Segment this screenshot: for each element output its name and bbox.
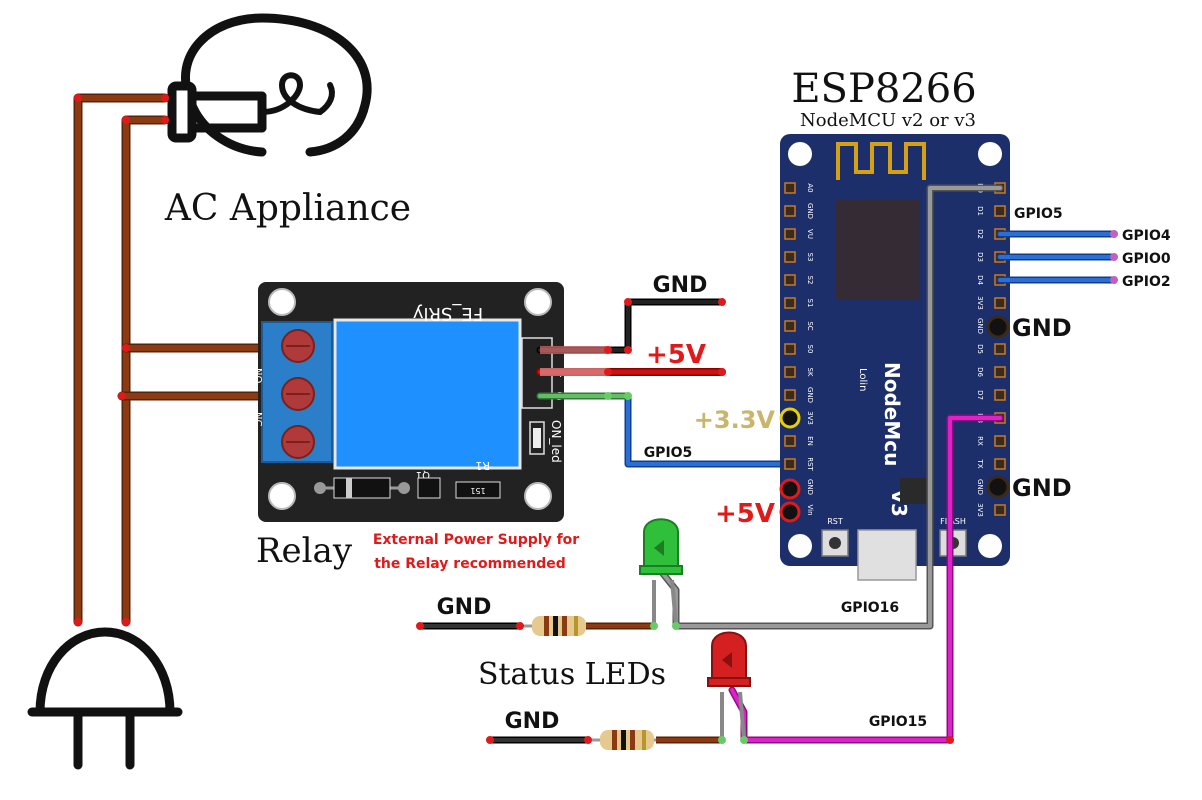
ac-appliance-label: AC Appliance — [164, 188, 411, 229]
left-pin-5 — [784, 297, 796, 309]
left-pin-label-3: S3 — [806, 253, 814, 262]
right-pin-7 — [994, 343, 1006, 355]
left-pin-label-5: S1 — [806, 299, 814, 308]
board-gnd-net-label-1: GND — [1012, 314, 1072, 342]
left-pin-3 — [784, 251, 796, 263]
status-led-red — [707, 631, 751, 741]
left-pin-0 — [784, 182, 796, 194]
right-pin-5 — [994, 297, 1006, 309]
right-pin-11 — [994, 435, 1006, 447]
relay-module: NO NC FE_SRly - + S ON_led Q1 R1 151 — [252, 282, 565, 522]
left-pin-label-11: EN — [806, 436, 814, 446]
right-pin-label-6: GND — [976, 318, 984, 334]
left-pin-label-7: S0 — [806, 345, 814, 354]
left-pin-label-14: Vin — [806, 504, 814, 515]
left-pin-label-4: S2 — [806, 276, 814, 285]
led2-gnd-net-label: GND — [505, 709, 560, 734]
left-pin-9 — [784, 389, 796, 401]
status-led-green — [639, 518, 683, 627]
resistor-1 — [416, 616, 680, 636]
led1-gnd-net-label: GND — [437, 595, 492, 620]
board-maker-label: Lolin — [857, 368, 868, 391]
gpio2-net-label: GPIO2 — [1122, 274, 1171, 290]
light-bulb-icon — [167, 13, 372, 157]
left-pin-label-10: 3V3 — [806, 411, 814, 425]
left-pin-label-9: GND — [806, 387, 814, 403]
right-pin-label-14: 3V3 — [976, 503, 984, 517]
right-pin-label-2: D2 — [976, 229, 984, 239]
board-gnd-net-label-2: GND — [1012, 474, 1072, 502]
right-pin-label-9: D7 — [976, 390, 984, 400]
left-pin-11 — [784, 435, 796, 447]
status-leds-label: Status LEDs — [478, 657, 666, 692]
relay-vcc-net-label: +5V — [646, 340, 706, 370]
relay-q1-label: Q1 — [416, 469, 430, 480]
right-pin-label-4: D4 — [976, 275, 984, 285]
left-pin-2 — [784, 228, 796, 240]
right-pin-8 — [994, 366, 1006, 378]
right-pin-label-1: D1 — [976, 206, 984, 216]
relay-gpio5-net-label: GPIO5 — [644, 445, 693, 461]
right-pin-14 — [994, 504, 1006, 516]
right-pin-label-3: D3 — [976, 252, 984, 262]
esp-title: ESP8266 — [791, 66, 976, 112]
relay-r1-label: R1 — [475, 459, 490, 472]
left-pin-label-6: SC — [806, 321, 814, 330]
right-pin-label-12: TX — [976, 458, 984, 468]
power-plug-icon — [27, 627, 183, 770]
resistor-2 — [486, 730, 954, 750]
board-gpio5-net-label: GPIO5 — [1014, 206, 1063, 222]
board-5v-net-label: +5V — [715, 499, 775, 529]
left-pin-7 — [784, 343, 796, 355]
left-pin-label-12: RST — [806, 457, 814, 471]
left-pin-12 — [784, 458, 796, 470]
relay-terminal-no: NO — [252, 368, 263, 383]
gpio16-net-label: GPIO16 — [841, 600, 899, 616]
board-3v3-net-label: +3.3V — [694, 406, 776, 434]
left-pin-4 — [784, 274, 796, 286]
relay-gnd-net-label: GND — [653, 273, 708, 298]
left-pin-label-8: SK — [806, 367, 814, 376]
relay-terminal-nc: NC — [252, 412, 263, 426]
right-pin-1 — [994, 205, 1006, 217]
btn-rst-label: RST — [827, 517, 843, 526]
gpio15-net-label: GPIO15 — [869, 714, 927, 730]
left-pin-label-2: VU — [806, 229, 814, 239]
left-pin-label-13: GND — [806, 479, 814, 495]
left-pin-label-0: A0 — [806, 183, 814, 192]
right-pin-label-8: D6 — [976, 367, 984, 377]
gpio4-net-label: GPIO4 — [1122, 228, 1171, 244]
ac-wires — [73, 93, 303, 627]
external-power-note-line1: External Power Supply for — [373, 532, 579, 548]
right-pin-12 — [994, 458, 1006, 470]
relay-on-led-label: ON_led — [549, 420, 563, 463]
relay-r1-value: 151 — [470, 486, 485, 495]
left-pin-1 — [784, 205, 796, 217]
right-pin-label-13: GND — [976, 479, 984, 495]
right-pin-label-11: RX — [976, 436, 984, 446]
relay-silk-name: FE_SRly — [412, 303, 483, 324]
wifi-antenna-icon — [836, 142, 926, 180]
esp-subtitle: NodeMCU v2 or v3 — [800, 110, 976, 131]
relay-label: Relay — [256, 531, 353, 571]
board-brand-label: NodeMcu — [880, 362, 904, 466]
right-pin-label-5: 3V3 — [976, 296, 984, 310]
right-pin-label-7: D5 — [976, 344, 984, 354]
nodemcu-board: Lolin NodeMcu v3 RST FLASH A0GNDVUS3S2S1… — [780, 134, 1010, 581]
left-pin-label-1: GND — [806, 203, 814, 219]
left-pin-8 — [784, 366, 796, 378]
right-pin-9 — [994, 389, 1006, 401]
external-power-note-line2: the Relay recommended — [374, 556, 566, 572]
left-pin-6 — [784, 320, 796, 332]
gpio0-net-label: GPIO0 — [1122, 251, 1171, 267]
